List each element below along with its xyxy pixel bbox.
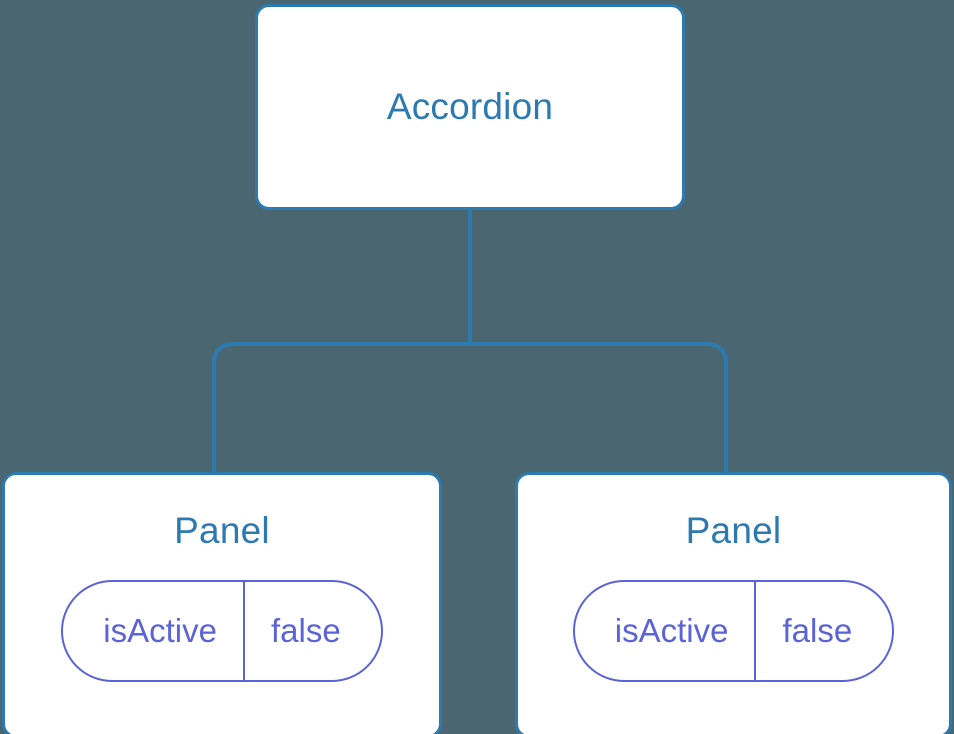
node-title: Panel	[174, 510, 270, 551]
prop-pill[interactable]: isActive false	[572, 579, 895, 682]
edge-bus-to-panel-1	[470, 342, 728, 474]
tree-node-accordion[interactable]: Accordion	[255, 4, 685, 210]
prop-pill[interactable]: isActive false	[61, 579, 383, 682]
tree-node-panel-1[interactable]: Panel isActive false	[515, 472, 952, 734]
tree-node-panel-0[interactable]: Panel isActive false	[2, 472, 442, 734]
node-title: Accordion	[386, 85, 554, 127]
prop-key: isActive	[614, 612, 729, 650]
prop-key: isActive	[103, 612, 217, 650]
prop-value: false	[754, 581, 892, 680]
prop-value: false	[242, 581, 381, 680]
node-title: Panel	[685, 510, 782, 551]
edge-bus-to-panel-0	[212, 342, 470, 474]
